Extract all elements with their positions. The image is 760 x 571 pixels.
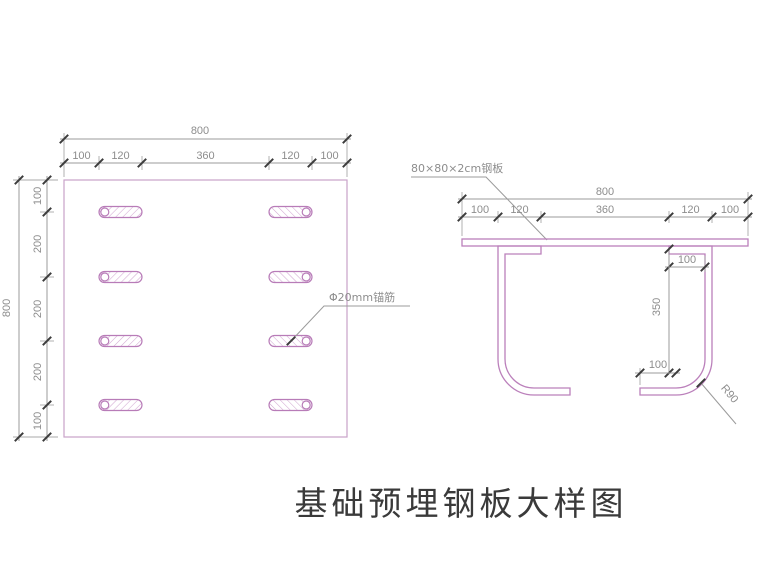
dim-label: 800 xyxy=(1,299,13,317)
dim-label: 120 xyxy=(510,204,528,216)
dim-label: 100 xyxy=(649,359,667,371)
dim-label: 120 xyxy=(111,150,129,162)
section-plate xyxy=(461,238,749,247)
plan-anchor-callout: Φ20mm锚筋 xyxy=(285,290,410,347)
plate-callout: 80×80×2cm钢板 xyxy=(411,161,548,241)
section-anchor-bar-right xyxy=(639,245,713,396)
leader-line xyxy=(290,305,410,342)
dim-label: 800 xyxy=(191,125,209,137)
section-leg-dimension: 350 xyxy=(651,243,675,379)
anchor-bar xyxy=(268,205,313,219)
dim-label: 100 xyxy=(678,254,696,266)
dim-label: 100 xyxy=(721,204,739,216)
plan-left-dimensions: 800 100 200 200 200 100 xyxy=(1,174,58,443)
section-bottom-hook-dimension: 100 xyxy=(634,359,682,385)
dim-label: 100 xyxy=(72,150,90,162)
dim-label: 800 xyxy=(596,186,614,198)
leader-line xyxy=(700,382,737,425)
anchor-bar xyxy=(268,270,313,284)
dim-label: 200 xyxy=(32,363,44,381)
section-view: 80×80×2cm钢板 800 100 120 360 120 xyxy=(411,161,754,425)
plan-view: 800 100 120 360 120 100 800 10 xyxy=(1,125,410,443)
dim-label: 120 xyxy=(281,150,299,162)
dim-label: 360 xyxy=(196,150,214,162)
anchor-bar xyxy=(98,205,143,219)
section-top-hook-dimension: 100 xyxy=(663,254,711,273)
drawing-title: 基础预埋钢板大样图 xyxy=(295,484,628,523)
dim-label: 100 xyxy=(471,204,489,216)
leader-line xyxy=(411,176,548,241)
anchor-bar xyxy=(268,398,313,412)
dim-label: 200 xyxy=(32,300,44,318)
anchor-bar xyxy=(98,398,143,412)
dim-label: 120 xyxy=(681,204,699,216)
plan-anchor-bars xyxy=(98,205,313,412)
section-top-dimensions: 800 100 120 360 120 100 xyxy=(456,186,754,236)
anchor-bar xyxy=(98,334,143,348)
dim-label: 100 xyxy=(320,150,338,162)
anchor-bar xyxy=(98,270,143,284)
dim-label: 100 xyxy=(32,412,44,430)
section-anchor-bar-left xyxy=(497,245,571,396)
section-radius-callout: R90 xyxy=(695,377,740,425)
plan-plate-outline xyxy=(63,179,348,438)
plan-top-dimensions: 800 100 120 360 120 100 xyxy=(58,125,353,177)
dim-label: 200 xyxy=(32,235,44,253)
plate-label: 80×80×2cm钢板 xyxy=(411,161,503,175)
dim-label: 100 xyxy=(32,187,44,205)
anchor-bar-label: Φ20mm锚筋 xyxy=(329,290,395,304)
radius-label: R90 xyxy=(718,382,740,405)
dim-label: 360 xyxy=(596,204,614,216)
dim-label: 350 xyxy=(651,298,663,316)
